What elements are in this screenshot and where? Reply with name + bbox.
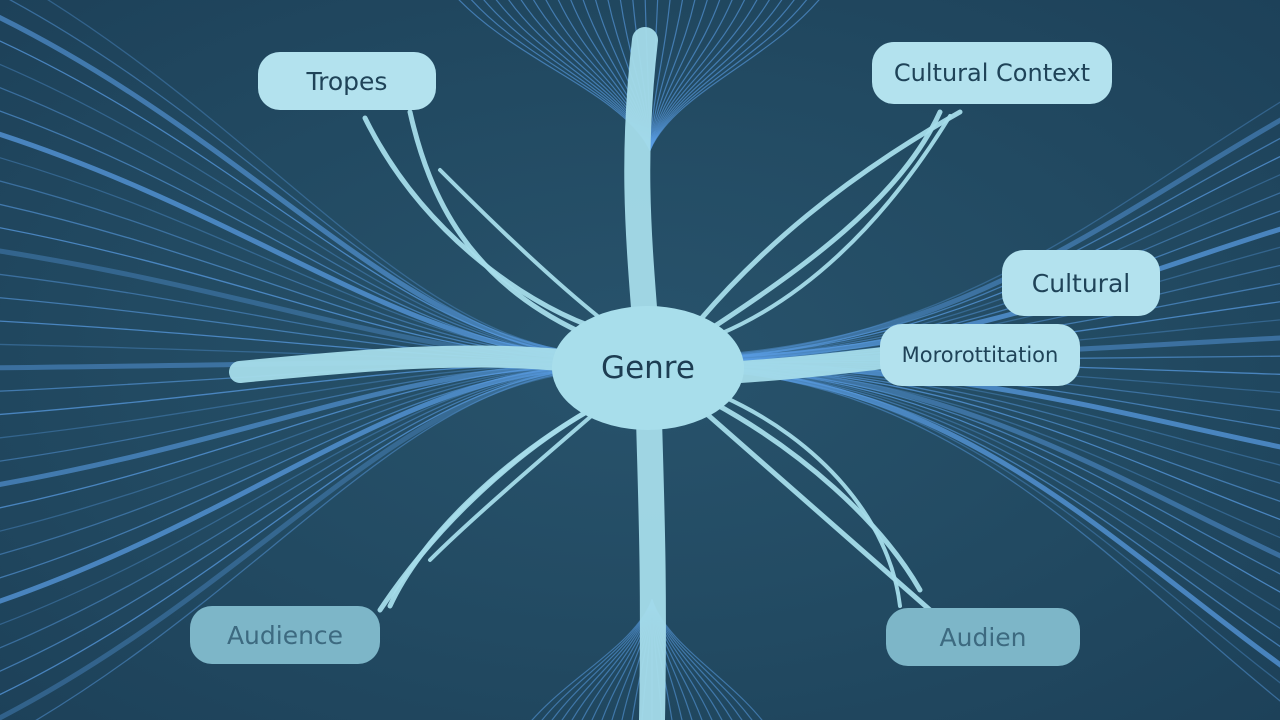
strand-top (649, 0, 758, 151)
branch-line (229, 345, 571, 383)
strand-right (739, 372, 1280, 702)
branch-line (720, 394, 902, 608)
strand-right (739, 369, 1280, 630)
strand-top (649, 0, 671, 151)
strand-left (0, 110, 561, 355)
strand-right (739, 369, 1280, 611)
strand-right (739, 365, 1280, 503)
strand-top (649, 0, 696, 151)
strand-left (0, 180, 561, 358)
strand-right (739, 366, 1280, 539)
branch-line (709, 109, 943, 331)
strand-left (0, 40, 561, 353)
strand-right (739, 371, 1280, 684)
branch-line (438, 168, 602, 320)
strand-left (0, 366, 561, 532)
strand-bottom (561, 599, 653, 720)
branch-line (407, 109, 583, 335)
center-node-label: Genre (601, 350, 695, 386)
strand-left (0, 131, 563, 358)
strand-left (0, 15, 563, 354)
branch-line (387, 401, 603, 609)
strand-left (0, 363, 561, 439)
strand-left (0, 203, 561, 358)
node-mororottitation-label: Mororottitation (901, 343, 1059, 367)
strand-top (649, 0, 721, 151)
strand-top (649, 0, 708, 151)
branch-line (709, 399, 923, 593)
strand-bottom (651, 599, 763, 720)
strand-left (0, 370, 561, 649)
branch-line (428, 398, 612, 562)
branch-line (718, 114, 952, 336)
strand-right (737, 369, 1280, 668)
node-cultural-label: Cultural (1031, 268, 1131, 298)
node-mororottitation[interactable]: Mororottitation (880, 324, 1080, 386)
strand-top (649, 0, 795, 151)
branch-line (362, 115, 593, 329)
strand-top (649, 0, 770, 151)
node-tropes-label: Tropes (306, 66, 388, 96)
strand-left (35, 373, 561, 720)
strand-left (0, 370, 561, 672)
strand-top (649, 0, 746, 151)
strand-left (0, 157, 561, 357)
branch-line (697, 109, 963, 323)
node-cultural-context[interactable]: Cultural Context (872, 42, 1112, 104)
strand-left (47, 0, 561, 351)
strand-left (0, 363, 563, 487)
node-cultural-context-label: Cultural Context (893, 59, 1091, 87)
hub-core (552, 306, 744, 430)
center-node-genre[interactable]: Genre (570, 342, 726, 394)
strand-right (739, 368, 1280, 575)
strand-left (0, 370, 563, 720)
strand-top (649, 0, 733, 151)
strand-top (649, 0, 808, 151)
strand-left (0, 63, 561, 354)
strand-top (649, 0, 820, 151)
node-audien-right[interactable]: Audien (886, 608, 1080, 666)
node-cultural[interactable]: Cultural (1002, 250, 1160, 316)
strand-top (649, 0, 783, 151)
strand-bottom (651, 599, 743, 720)
node-tropes[interactable]: Tropes (258, 52, 436, 110)
strand-left (0, 371, 561, 696)
strand-left (0, 87, 561, 355)
strand-top (649, 0, 683, 151)
strand-left (0, 365, 561, 509)
node-audien-right-label: Audien (939, 622, 1027, 652)
strand-left (0, 366, 563, 604)
strand-top (470, 0, 651, 151)
node-audience-left[interactable]: Audience (190, 606, 380, 664)
strand-right (739, 366, 1280, 521)
strand-right (737, 117, 1280, 357)
strand-left (0, 369, 561, 626)
strand-right (737, 365, 1280, 559)
strand-bottom (531, 599, 653, 720)
node-audience-left-label: Audience (226, 620, 344, 650)
strand-left (0, 367, 561, 556)
strand-right (739, 368, 1280, 593)
